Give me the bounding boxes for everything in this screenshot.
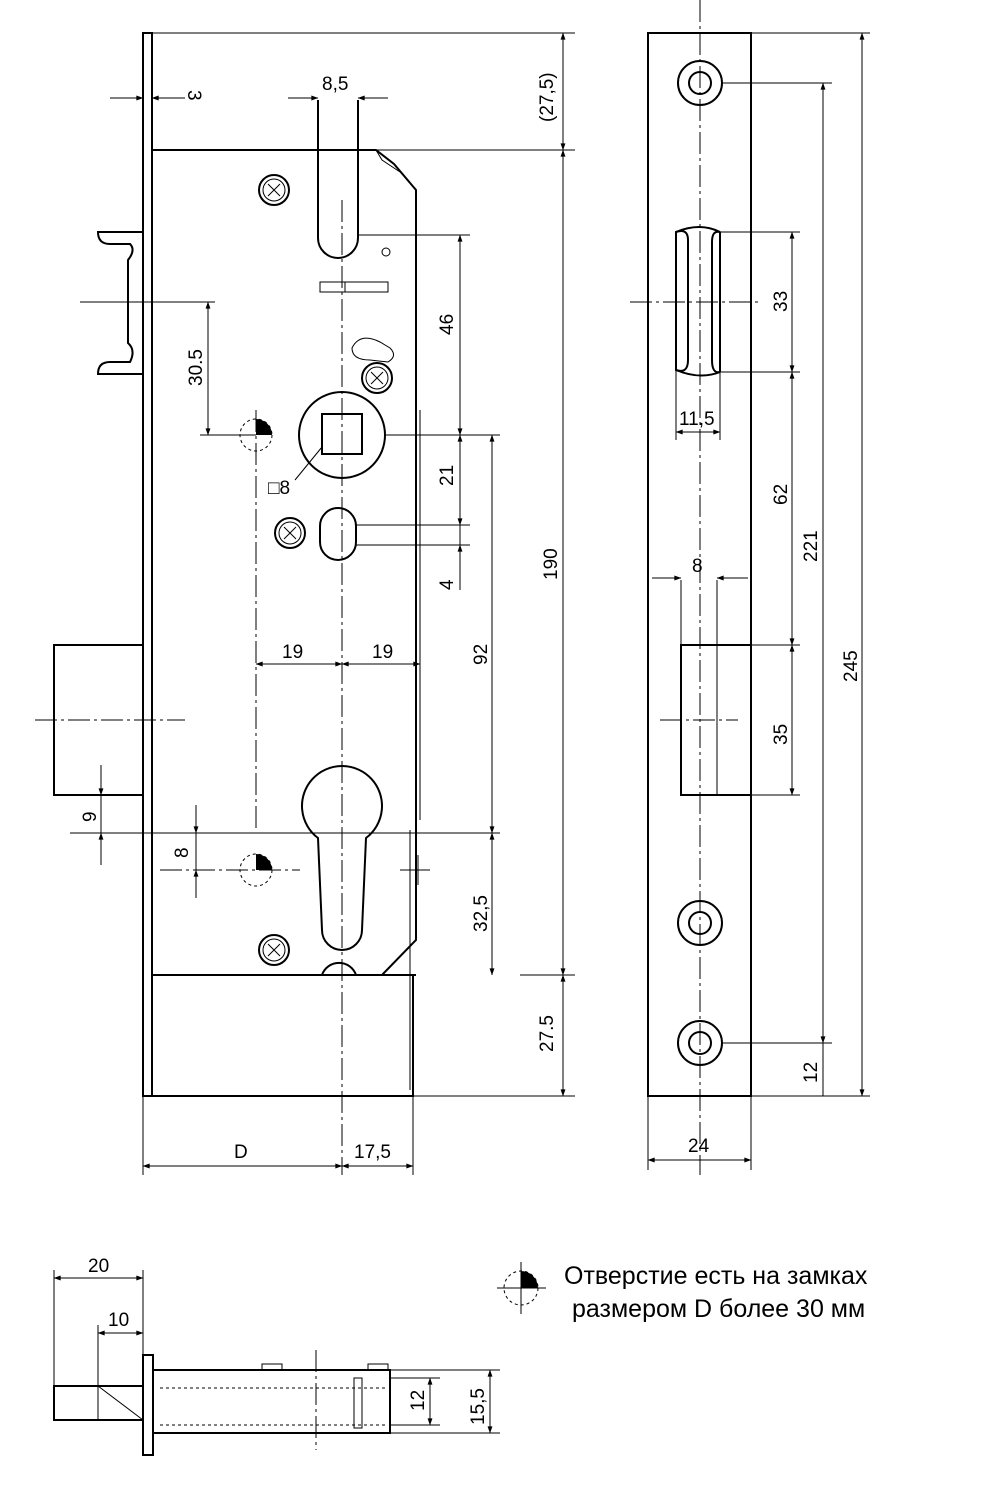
dim-depth-right: 17,5 — [354, 1142, 391, 1163]
dim-flange-thickness: 3 — [183, 90, 204, 101]
latch-slot — [317, 100, 359, 259]
dim-top-offset: (27,5) — [537, 72, 558, 122]
dim-bolt-throw: 20 — [88, 1256, 109, 1277]
dim-edge-to-hole: 12 — [801, 1062, 822, 1083]
legend-hole-symbol-icon — [497, 1262, 546, 1314]
dim-bolt-step: 10 — [108, 1310, 129, 1331]
legend-note-line2: размером D более 30 мм — [572, 1295, 866, 1323]
dim-bolt-offset: 9 — [80, 811, 101, 822]
screw-upper-right — [361, 362, 393, 394]
dim-bottom-offset: 27.5 — [537, 1015, 558, 1052]
oval-pin — [351, 337, 394, 363]
dim-slot-width: 11,5 — [679, 409, 715, 430]
faceplate-hole-middle — [677, 900, 723, 946]
screw-bottom — [258, 934, 290, 966]
dim-slot-spacing: 62 — [771, 484, 792, 505]
dim-spindle-cylinder: 92 — [471, 644, 492, 665]
dim-cylinder-bottom: 32,5 — [471, 895, 492, 932]
dim-hole-distance: 221 — [801, 530, 822, 562]
dim-backset: D — [234, 1142, 248, 1163]
forend-lower — [152, 975, 414, 1097]
legend-note-line1: Отверстие есть на замках — [564, 1262, 868, 1290]
dim-latch-spindle: 46 — [437, 314, 458, 335]
dim-half-right: 19 — [372, 642, 393, 663]
side-view: 20 10 12 15,5 — [53, 1256, 500, 1456]
latch-bolt — [96, 231, 144, 375]
front-view: 3 8,5 (27,5) 46 30.5 □8 21 4 1 — [35, 32, 575, 1175]
indicator-bar — [319, 281, 389, 293]
dim-inner-height: 12 — [408, 1390, 429, 1411]
dim-faceplate-width: 24 — [688, 1136, 710, 1157]
dim-bolt-height: 35 — [771, 724, 792, 745]
euro-cylinder-cutout — [301, 765, 383, 951]
faceplate-view: 8 33 11,5 62 35 221 12 245 — [630, 0, 870, 1175]
dim-half-left: 19 — [282, 642, 303, 663]
side-faceplate — [142, 1354, 154, 1456]
screw-top — [258, 174, 290, 206]
dim-slot-height: 33 — [771, 291, 792, 312]
faceplate-bolt-opening — [680, 644, 752, 796]
pin-hole — [381, 247, 391, 257]
front-faceplate-edge — [142, 32, 153, 1097]
dim-case-height: 190 — [541, 548, 562, 580]
dim-hole-offset: 8 — [172, 847, 193, 858]
dim-spindle-square: □8 — [268, 478, 290, 499]
dim-latch-width: 8,5 — [322, 74, 348, 95]
dim-total-length: 245 — [841, 650, 862, 682]
dim-outer-height: 15,5 — [468, 1388, 489, 1425]
dim-spindle-screw: 21 — [437, 465, 458, 486]
dim-screw-small: 4 — [437, 579, 458, 590]
dim-spindle-deadbolt: 30.5 — [186, 349, 207, 386]
dim-bolt-width: 8 — [692, 556, 703, 577]
screw-middle — [274, 517, 306, 549]
screw-slot — [319, 507, 357, 561]
